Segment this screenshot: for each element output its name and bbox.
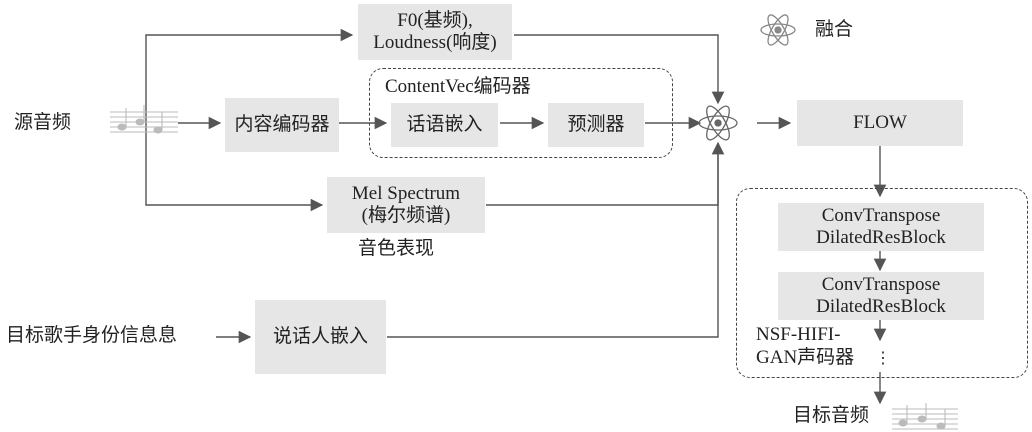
conv-block-2: ConvTranspose DilatedResBlock <box>778 272 984 320</box>
contentvec-title: ContentVec编码器 <box>385 76 531 97</box>
content-encoder-box: 内容编码器 <box>225 98 339 152</box>
source-audio-label: 源音频 <box>14 112 72 133</box>
contentvec-group <box>369 68 673 158</box>
target-singer-identity-label: 目标歌手身份信息息 <box>6 325 178 346</box>
edge-f0-to-fusion <box>514 34 725 105</box>
vocoder-group <box>736 188 1028 378</box>
edge-source-to-mel <box>145 123 324 212</box>
edge-source-to-f0 <box>145 28 354 123</box>
mel-line2: (梅尔频谱) <box>361 205 451 226</box>
conv-block-1: ConvTranspose DilatedResBlock <box>778 203 984 251</box>
conv2-line2: DilatedResBlock <box>816 296 946 317</box>
timbre-label: 音色表现 <box>358 238 435 259</box>
f0-loudness-box: F0(基频), Loudness(响度) <box>358 4 512 60</box>
speech-embedding-box: 话语嵌入 <box>391 103 498 147</box>
conv1-line1: ConvTranspose <box>821 205 941 226</box>
edge-speaker-to-fusion <box>387 145 719 338</box>
ellipsis-marker: ⋮ <box>875 350 891 367</box>
mel-spectrum-box: Mel Spectrum (梅尔频谱) <box>327 177 485 233</box>
speaker-embedding-box: 说话人嵌入 <box>255 300 386 374</box>
f0-line2: Loudness(响度) <box>373 32 497 53</box>
mel-line1: Mel Spectrum <box>351 183 461 204</box>
flow-box: FLOW <box>797 100 963 146</box>
vocoder-label-line2: GAN声码器 <box>756 347 855 368</box>
music-note-icon <box>110 105 178 134</box>
legend-fusion-label: 融合 <box>815 19 854 40</box>
conv1-line2: DilatedResBlock <box>816 227 946 248</box>
legend-atom-icon <box>760 14 796 46</box>
target-audio-label: 目标音频 <box>793 405 870 426</box>
f0-line1: F0(基频), <box>397 10 473 31</box>
vocoder-label-line1: NSF-HIFI- <box>756 324 841 345</box>
predictor-box: 预测器 <box>548 103 644 147</box>
atom-icon <box>698 105 738 141</box>
conv2-line1: ConvTranspose <box>821 274 941 295</box>
music-note-icon-output <box>892 403 958 430</box>
